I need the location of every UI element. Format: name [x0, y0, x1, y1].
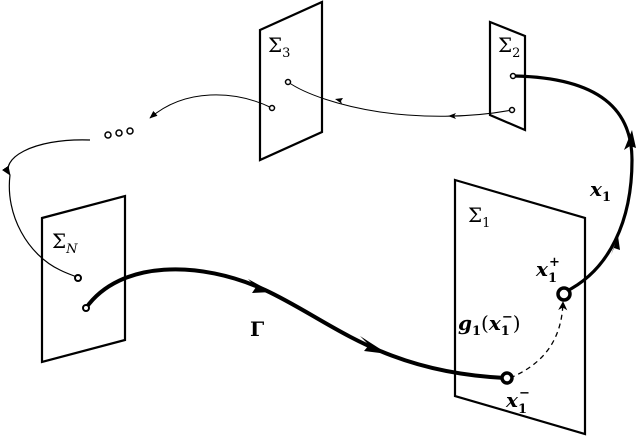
label-x1-plus: x1+ — [535, 255, 560, 286]
point-x1-plus — [556, 286, 572, 302]
section-plane-sigma-2 — [488, 20, 527, 132]
map-g1-dashed — [509, 301, 568, 379]
arrowhead-x1-a — [611, 236, 620, 255]
section-plane-sigma-1 — [453, 178, 587, 436]
trajectory-sigman-entry — [8, 174, 79, 279]
trajectory-ellipsis-to-sigman — [2, 139, 91, 176]
point-sigma3 — [284, 78, 292, 86]
point-sigma2-lower — [508, 106, 516, 114]
arrowhead-gamma-b — [360, 336, 388, 354]
label-x1-minus: x1− — [505, 386, 530, 417]
label-g1-map: g1(x1−) — [458, 310, 521, 339]
label-sigma-3: Σ3 — [268, 33, 290, 61]
point-sigman-upper — [74, 274, 82, 282]
ellipsis-dot — [104, 131, 112, 139]
label-sigma-1: Σ1 — [468, 203, 490, 231]
label-sigma-2: Σ2 — [498, 33, 520, 61]
arrowhead-sigma2-sigma3-b — [335, 98, 343, 104]
label-sigma-n: ΣN — [52, 229, 78, 257]
point-sigman-lower — [82, 304, 90, 312]
label-gamma: Γ — [250, 317, 264, 341]
section-plane-sigma-n — [40, 194, 127, 364]
trajectory-sigma3-to-ellipsis — [149, 94, 273, 119]
trajectory-sigma2-to-sigma3 — [287, 81, 513, 117]
arrowhead-x1-b — [624, 130, 636, 150]
trajectory-x1 — [514, 74, 634, 294]
arrowhead-gamma-a — [248, 279, 272, 293]
point-sigma2-upper — [509, 72, 517, 80]
point-x1-minus — [500, 371, 514, 385]
trajectory-gamma — [84, 267, 506, 380]
label-x1: x1 — [589, 177, 611, 205]
ellipsis-dot — [126, 127, 134, 135]
point-sigma3-lower — [268, 104, 276, 112]
ellipsis-dot — [115, 129, 123, 137]
arrowhead-sigma2-sigma3-a — [448, 113, 456, 119]
